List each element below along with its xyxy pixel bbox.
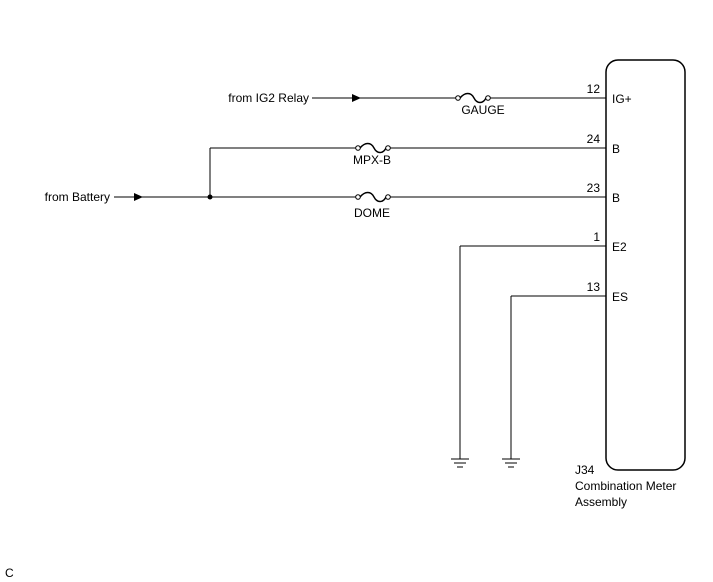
pin-number: 1 <box>593 230 600 244</box>
arrow-right-icon <box>352 94 361 102</box>
connector-id: J34 <box>575 463 595 477</box>
pin-name: B <box>612 191 620 205</box>
fuse-dome-label: DOME <box>354 206 390 220</box>
pin-name: B <box>612 142 620 156</box>
arrow-right-icon <box>134 193 143 201</box>
component-name-line2: Assembly <box>575 495 627 509</box>
pin-name: IG+ <box>612 92 632 106</box>
wire-es <box>502 295 606 468</box>
ground-icon <box>451 458 469 468</box>
pin-number: 23 <box>587 181 601 195</box>
fuse-icon <box>459 92 487 104</box>
pin-number: 12 <box>587 82 601 96</box>
junction-dot <box>207 194 213 200</box>
source-ig2-relay-label: from IG2 Relay <box>228 91 309 105</box>
wire-ig-plus: from IG2 Relay GAUGE <box>228 91 606 117</box>
wire-e2 <box>451 245 606 468</box>
pin-number: 13 <box>587 280 601 294</box>
fuse-mpx-b-label: MPX-B <box>353 153 391 167</box>
fuse-icon <box>359 142 387 154</box>
wire-b-24: MPX-B <box>209 142 606 197</box>
pin-number: 24 <box>587 132 601 146</box>
pin-name: ES <box>612 290 628 304</box>
corner-mark: C <box>5 566 14 580</box>
fuse-gauge-label: GAUGE <box>461 103 504 117</box>
ground-icon <box>502 458 520 468</box>
fuse-icon <box>359 191 387 203</box>
pin-name: E2 <box>612 240 627 254</box>
combination-meter-body <box>605 59 686 471</box>
component-name-line1: Combination Meter <box>575 479 676 493</box>
source-battery-label: from Battery <box>45 190 110 204</box>
wire-b-23: from Battery DOME <box>45 190 606 220</box>
